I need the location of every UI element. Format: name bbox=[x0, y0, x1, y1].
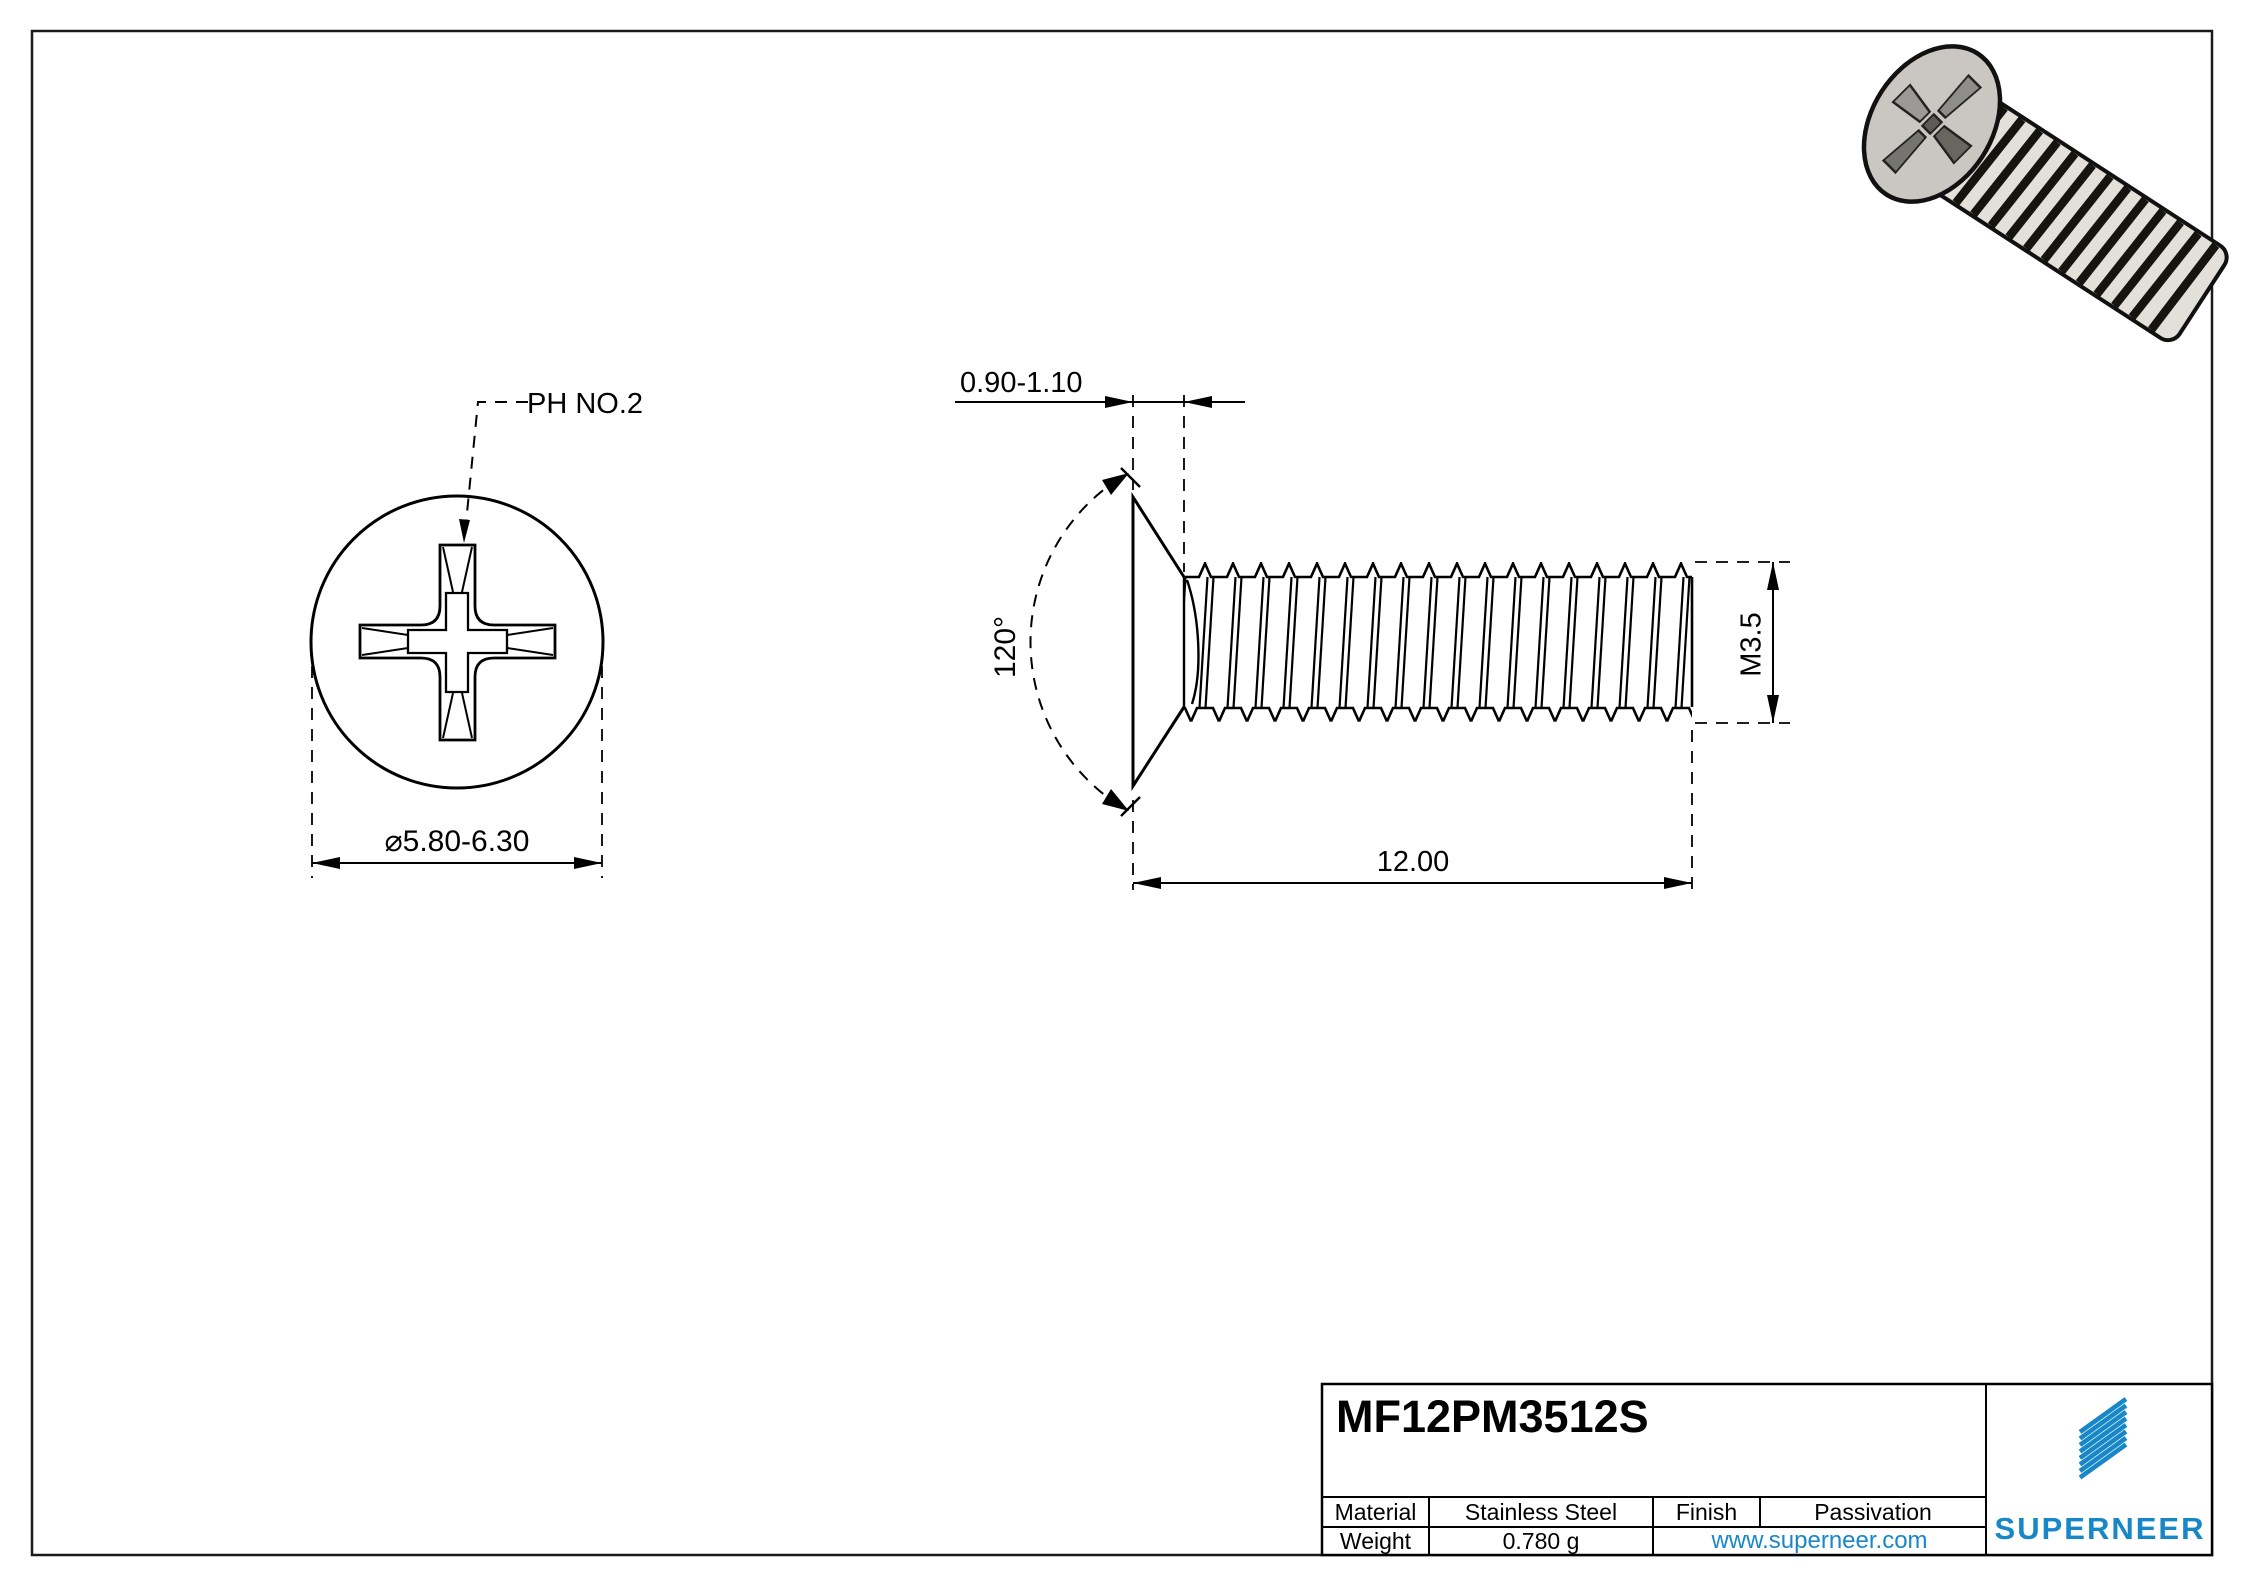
drive-label: PH NO.2 bbox=[527, 388, 644, 420]
superneer-logo-icon bbox=[2078, 1397, 2128, 1480]
finish-label: Finish bbox=[1675, 1499, 1738, 1525]
thread-size-label: M3.5 bbox=[1735, 612, 1768, 677]
countersink-angle-dimension bbox=[1029, 467, 1141, 817]
length-dimension bbox=[1132, 730, 1693, 890]
head-diameter-label: ⌀5.80-6.30 bbox=[384, 825, 530, 858]
weight-value: 0.780 g bbox=[1502, 1528, 1580, 1554]
material-value: Stainless Steel bbox=[1464, 1499, 1618, 1525]
head-height-label: 0.90-1.10 bbox=[960, 367, 1083, 399]
phillips-taper-lines bbox=[361, 546, 554, 739]
thread-ridges-3d bbox=[1935, 105, 2220, 333]
thread-size-dimension bbox=[1695, 561, 1790, 724]
sheet-border bbox=[30, 29, 2214, 1557]
phillips-recess-outline bbox=[358, 543, 557, 742]
title-block-grid bbox=[1320, 1382, 2214, 1557]
screw-3d-view bbox=[1861, 44, 2229, 343]
head-height-dimension bbox=[955, 395, 1245, 572]
finish-value: Passivation bbox=[1814, 1499, 1932, 1525]
phillips-recess-3d bbox=[1881, 73, 1983, 175]
diameter-dimension bbox=[311, 666, 603, 878]
thread-profile bbox=[1184, 562, 1692, 723]
head-circle bbox=[309, 494, 605, 790]
front-view bbox=[309, 401, 605, 878]
material-label: Material bbox=[1334, 1499, 1417, 1525]
part-number: MF12PM3512S bbox=[1336, 1391, 1649, 1442]
brand-wordmark: SUPERNEER bbox=[1994, 1513, 2206, 1545]
drive-leader-arrow bbox=[459, 519, 470, 543]
website-link[interactable]: www.superneer.com bbox=[1711, 1527, 1928, 1554]
length-label: 12.00 bbox=[1376, 846, 1450, 878]
phillips-inner-cross bbox=[406, 591, 509, 694]
weight-label: Weight bbox=[1339, 1528, 1412, 1554]
countersink-angle-label: 120° bbox=[989, 615, 1022, 679]
head-profile bbox=[1131, 491, 1186, 792]
side-view bbox=[955, 395, 1790, 890]
drive-leader-line bbox=[465, 401, 528, 524]
